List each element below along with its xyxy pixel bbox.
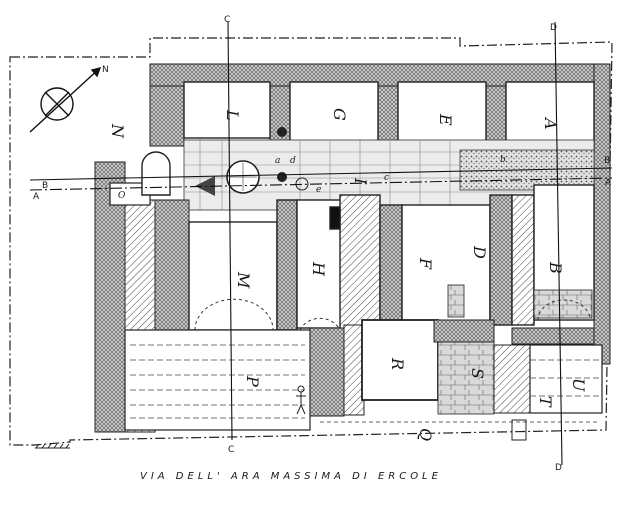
room-label-t: T	[536, 396, 555, 408]
section-label-d-top: D	[550, 23, 557, 33]
section-label-c-top: C	[224, 15, 230, 25]
section-line-d	[554, 21, 563, 466]
section-label-b-left: B	[42, 181, 48, 191]
minor-label-d: d	[290, 156, 296, 166]
west-walls	[94, 151, 215, 433]
room-label-f: F	[416, 257, 435, 270]
minor-label-c: c	[384, 173, 389, 183]
room-label-n: N	[108, 123, 127, 139]
section-label-a-right: A	[605, 178, 612, 188]
room-label-h: H	[309, 261, 328, 277]
room-outlines-middle	[188, 184, 595, 336]
section-line-a	[29, 167, 613, 181]
section-line-b	[29, 177, 613, 191]
section-label-a-left: A	[33, 192, 40, 202]
room-label-g: G	[330, 108, 349, 121]
room-label-e: E	[436, 113, 455, 126]
room-label-a: A	[541, 116, 560, 130]
room-label-i: I	[351, 177, 370, 185]
room-label-p: P	[243, 375, 262, 387]
minor-label-b: b	[500, 155, 506, 165]
street-label: VIA DELL' ARA MASSIMA DI ERCOLE	[140, 471, 442, 482]
minor-label-a: a	[275, 156, 280, 166]
room-label-r: R	[388, 357, 407, 370]
north-label: N	[102, 65, 109, 75]
south-area	[124, 319, 603, 441]
boundary-hatch	[35, 443, 70, 449]
room-label-q: Q	[416, 428, 435, 441]
section-label-b-right: B	[604, 156, 610, 166]
north-arrow	[29, 66, 102, 133]
section-label-d-bottom: D	[555, 463, 562, 473]
room-label-b: B	[546, 261, 565, 274]
room-label-l: L	[223, 109, 242, 121]
minor-label-e: e	[316, 185, 321, 195]
section-label-c-bottom: C	[228, 445, 234, 455]
door-arcs	[194, 298, 591, 331]
section-line-c	[227, 21, 233, 441]
room-label-s: S	[468, 368, 487, 379]
room-label-u: U	[569, 378, 588, 392]
room-label-d: D	[470, 245, 489, 259]
room-label-o: O	[118, 191, 126, 201]
room-label-m: M	[234, 271, 253, 289]
human-figure	[296, 385, 306, 415]
section-lines	[29, 21, 613, 466]
